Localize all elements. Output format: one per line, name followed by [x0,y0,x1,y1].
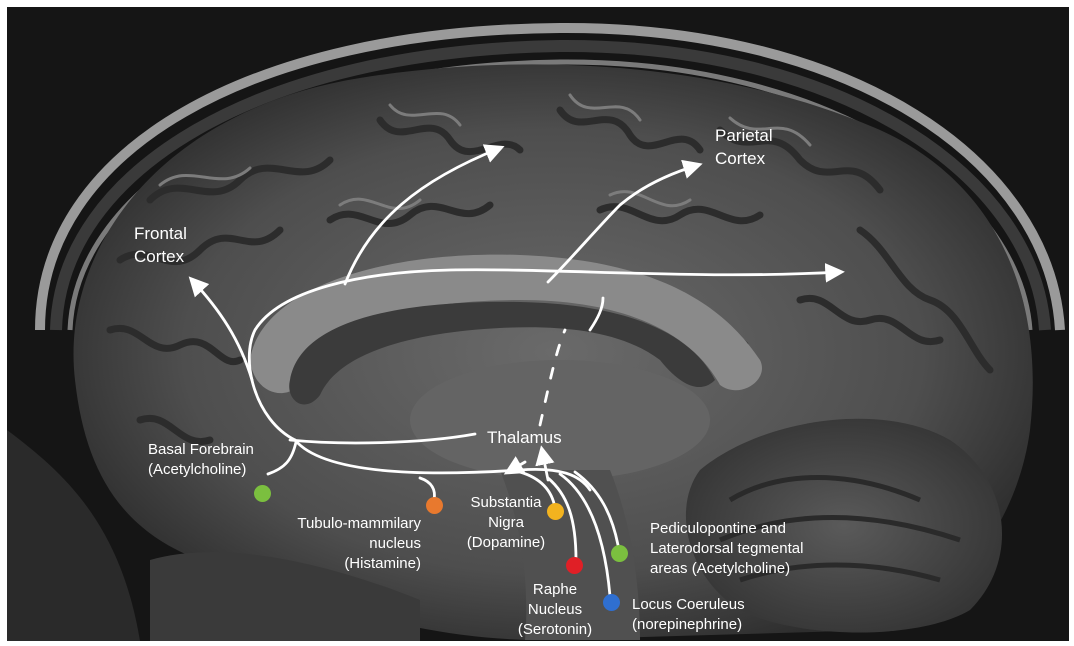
tubulo-mammillary-dot [426,497,443,514]
tubulo-mammillary-label: Tubulo-mammilary nucleus (Histamine) [263,514,421,574]
tubulo-mammillary-line1: Tubulo-mammilary [263,514,421,534]
parietal-cortex-line2: Cortex [715,147,773,170]
frontal-cortex-label: Frontal Cortex [134,222,187,268]
pediculopontine-line1: Pediculopontine and [650,519,803,539]
parietal-cortex-line1: Parietal [715,124,773,147]
pediculopontine-dot [611,545,628,562]
substantia-nigra-line2: Nigra [451,513,561,533]
tubulo-mammillary-line2: nucleus [263,534,421,554]
parietal-cortex-label: Parietal Cortex [715,124,773,170]
tubulo-mammillary-line3: (Histamine) [263,554,421,574]
raphe-nucleus-line2: Nucleus [505,600,605,620]
pediculopontine-label: Pediculopontine and Laterodorsal tegment… [650,519,803,579]
raphe-nucleus-dot [566,557,583,574]
locus-coeruleus-line1: Locus Coeruleus [632,595,745,615]
basal-forebrain-label: Basal Forebrain (Acetylcholine) [148,440,254,480]
frontal-cortex-line2: Cortex [134,245,187,268]
pediculopontine-line3: areas (Acetylcholine) [650,559,803,579]
thalamus-label: Thalamus [487,426,562,449]
raphe-nucleus-line3: (Serotonin) [505,620,605,640]
pediculopontine-line2: Laterodorsal tegmental [650,539,803,559]
basal-forebrain-line2: (Acetylcholine) [148,460,254,480]
raphe-nucleus-label: Raphe Nucleus (Serotonin) [505,580,605,640]
substantia-nigra-line1: Substantia [451,493,561,513]
locus-coeruleus-label: Locus Coeruleus (norepinephrine) [632,595,745,635]
locus-coeruleus-dot [603,594,620,611]
substantia-nigra-line3: (Dopamine) [451,533,561,553]
basal-forebrain-dot [254,485,271,502]
substantia-nigra-label: Substantia Nigra (Dopamine) [451,493,561,553]
raphe-nucleus-line1: Raphe [505,580,605,600]
locus-coeruleus-line2: (norepinephrine) [632,615,745,635]
frontal-cortex-line1: Frontal [134,222,187,245]
basal-forebrain-line1: Basal Forebrain [148,440,254,460]
